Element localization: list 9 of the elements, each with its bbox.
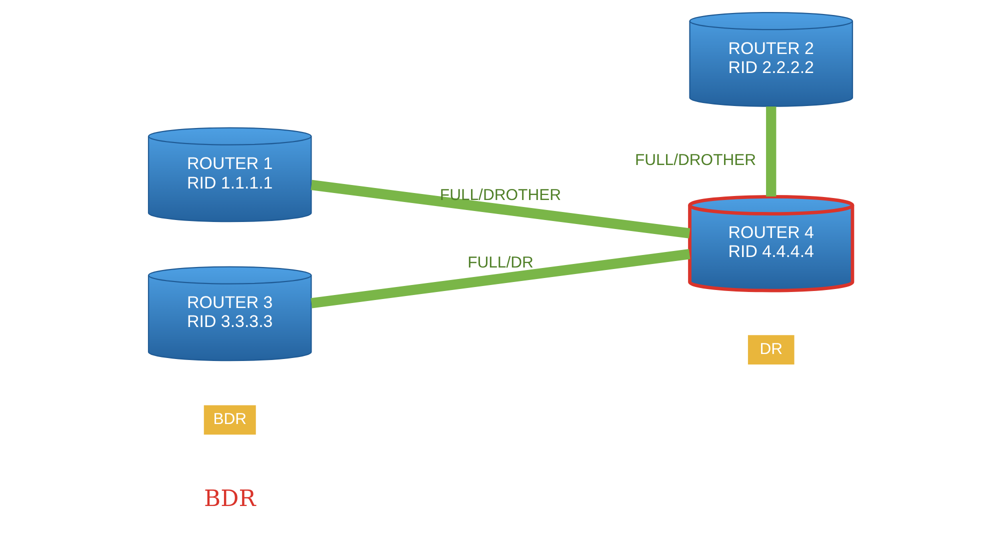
label: BDR — [204, 486, 256, 512]
edge-label: FULL/DROTHER — [439, 186, 561, 204]
connector — [310, 180, 690, 238]
node-box: BDR — [203, 405, 256, 435]
edge-label: FULL/DROTHER — [634, 152, 756, 169]
node-box: DR — [747, 335, 794, 365]
edge-label: FULL/DR — [467, 254, 533, 272]
connector — [766, 106, 776, 196]
connector — [310, 249, 690, 308]
